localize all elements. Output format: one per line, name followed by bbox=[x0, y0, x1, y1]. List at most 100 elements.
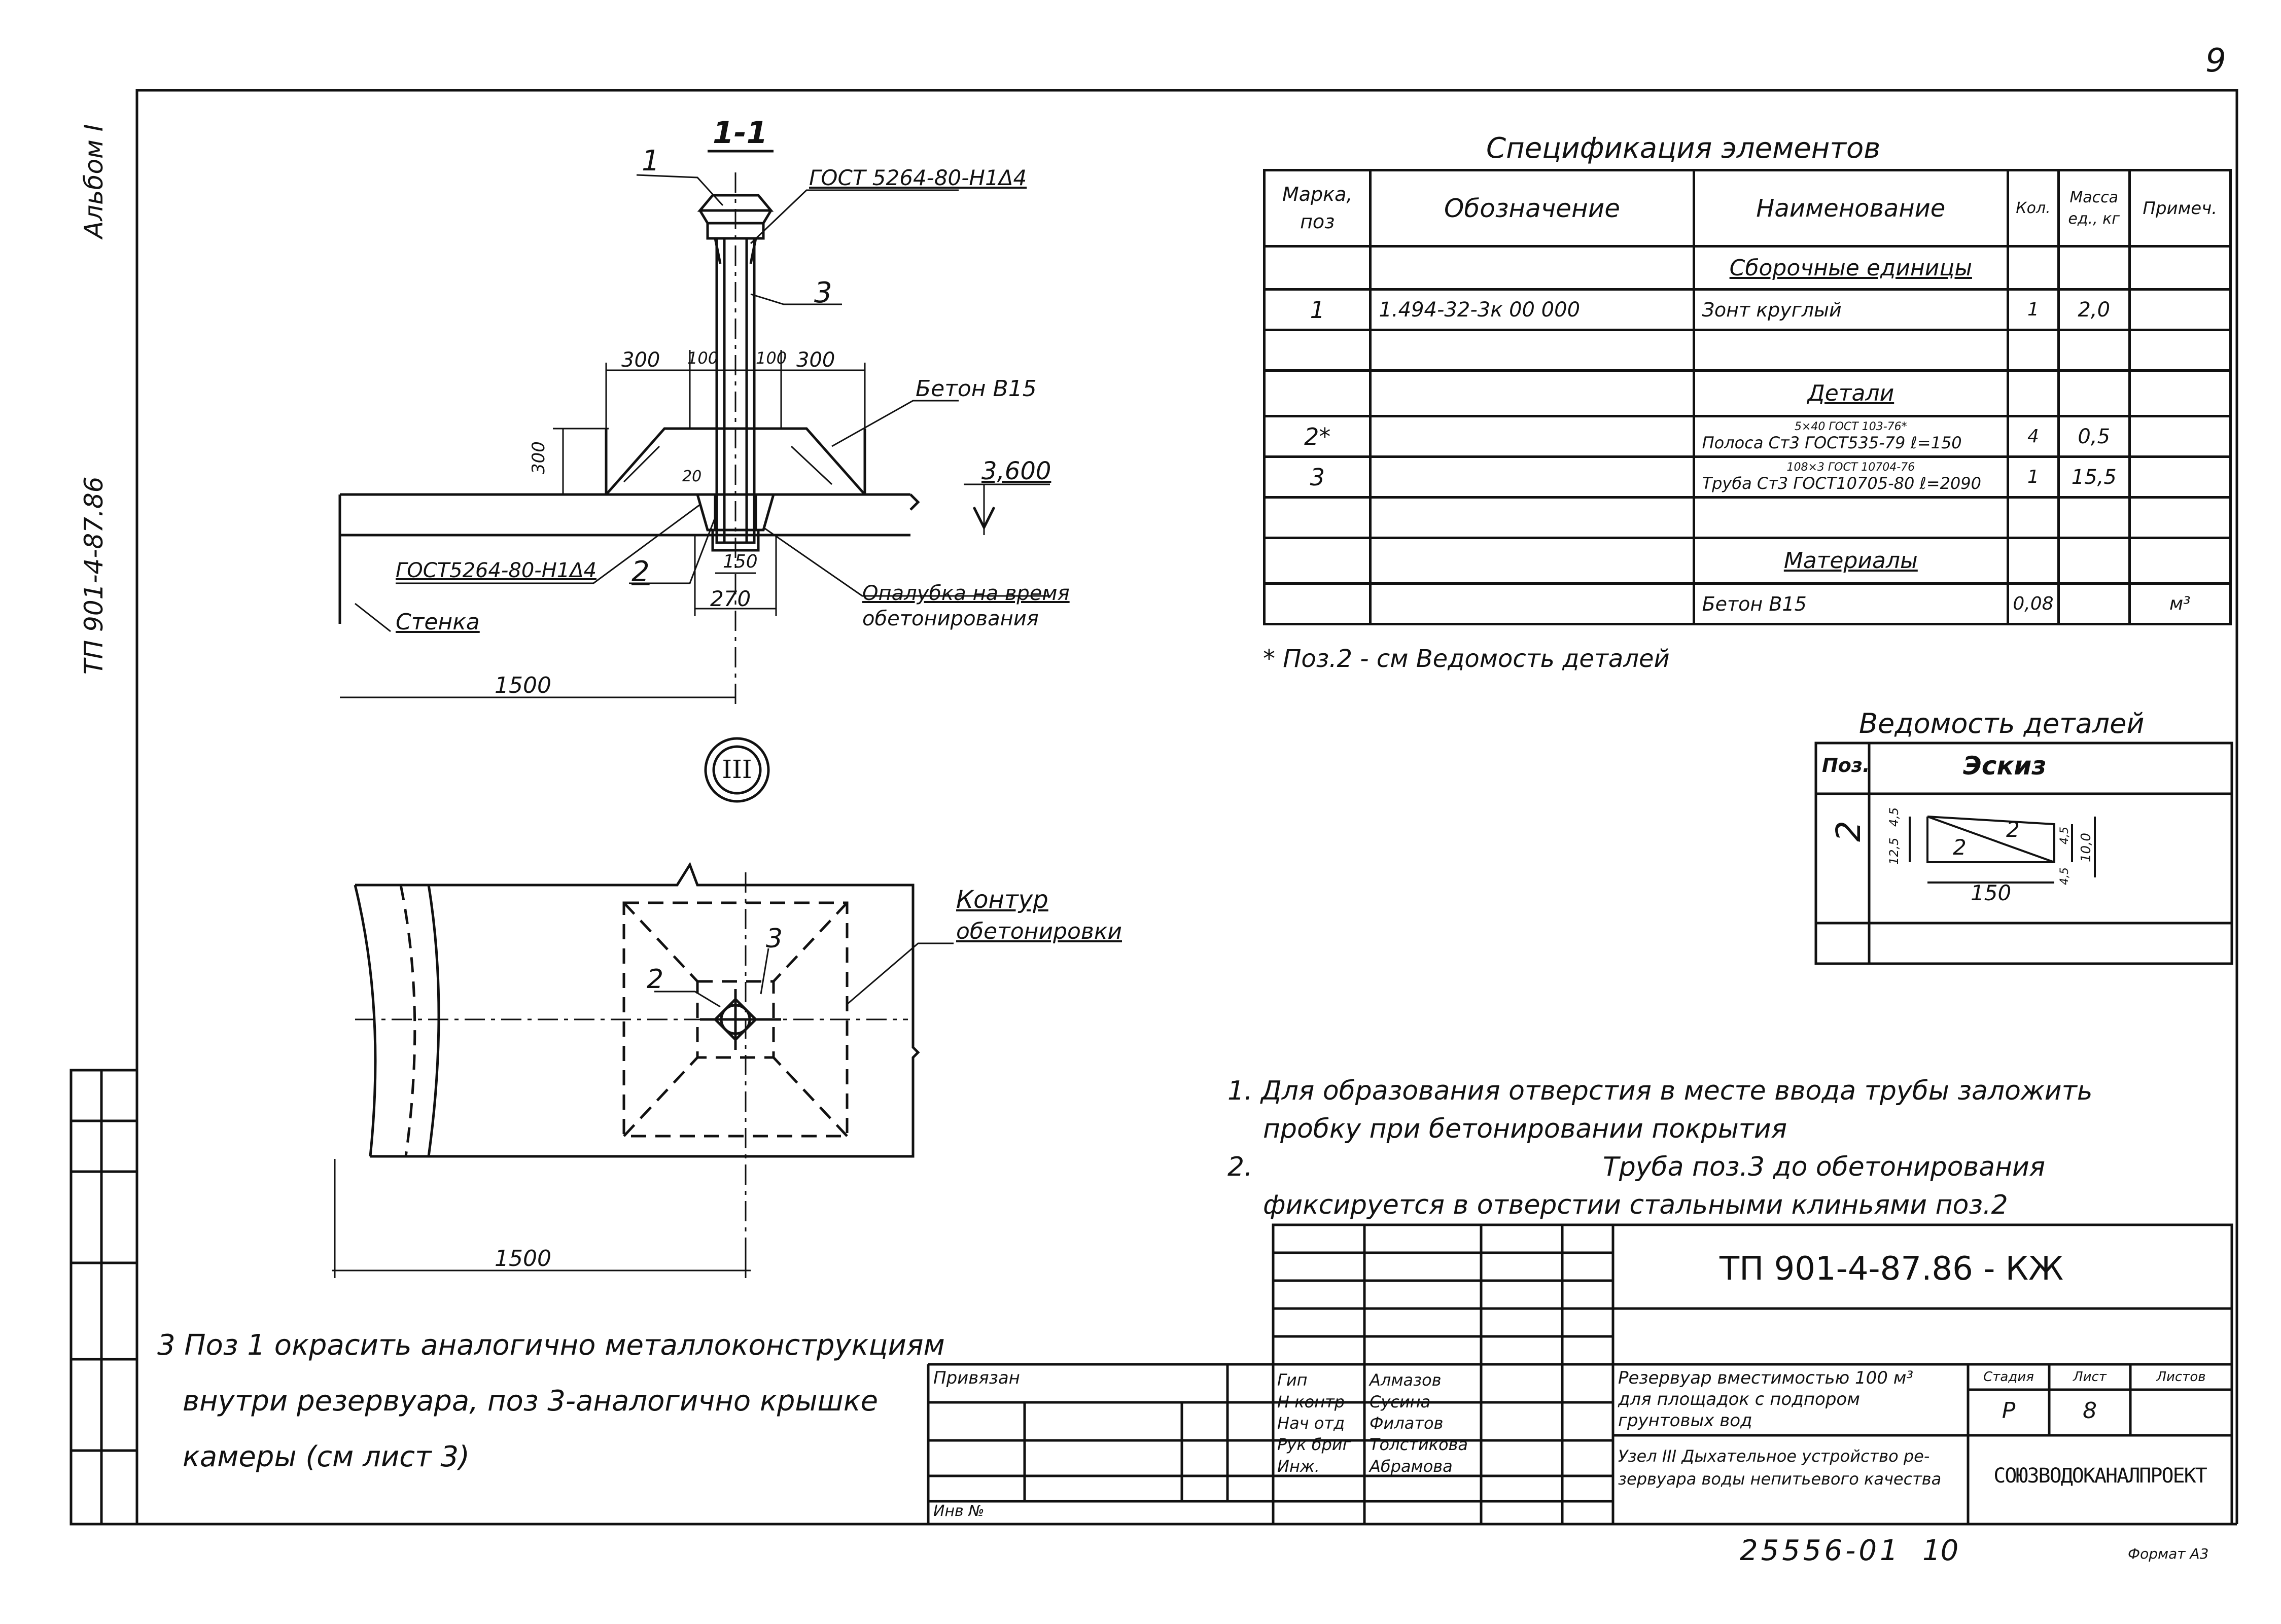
sketch-label-mid: 2 bbox=[1953, 835, 1967, 860]
spec-cell-mass: 2,0 bbox=[2057, 288, 2131, 331]
spec-cell-qty bbox=[2007, 245, 2060, 291]
role-label: Инж. bbox=[1277, 1457, 1320, 1476]
project-line-1: Резервуар вместимостью 100 м³ bbox=[1618, 1368, 1913, 1388]
dim-150: 150 bbox=[723, 551, 758, 572]
spec-cell-name: Детали bbox=[1692, 369, 2010, 417]
spec-cell-designation bbox=[1369, 496, 1695, 539]
stage-header: Стадия bbox=[1983, 1369, 2034, 1385]
spec-table: Марка, поз Обозначение Наименование Кол.… bbox=[1262, 169, 2232, 625]
spec-header-mass: Масса ед., кг bbox=[2057, 169, 2131, 248]
plan-contour-label-1: Контур bbox=[956, 886, 1048, 914]
spec-cell-mass bbox=[2057, 245, 2131, 291]
spec-cell-designation bbox=[1369, 582, 1695, 625]
spec-cell-mass-text: 15,5 bbox=[2071, 465, 2117, 489]
spec-cell-note bbox=[2128, 415, 2232, 458]
name-label: Сусина bbox=[1370, 1392, 1431, 1411]
spec-row: 2* 5×40 ГОСТ 103-76*Полоса Ст3 ГОСТ535-79… bbox=[1262, 415, 2232, 458]
spec-cell-mark bbox=[1262, 329, 1372, 372]
details-header-pos: Поз. bbox=[1822, 754, 1870, 776]
spec-cell-name-text: Зонт круглый bbox=[1702, 298, 1842, 321]
spec-cell-qty-text: 4 bbox=[2027, 426, 2039, 447]
left-stamp-block bbox=[69, 1069, 138, 1526]
name-label: Филатов bbox=[1370, 1414, 1444, 1433]
vertical-dimension bbox=[553, 428, 609, 495]
spec-cell-designation: 1.494-32-3к 00 000 bbox=[1369, 288, 1695, 331]
spec-cell-name bbox=[1692, 329, 2010, 372]
sketch-label-len: 150 bbox=[1971, 880, 2012, 905]
role-label: Нач отд bbox=[1277, 1414, 1345, 1433]
spec-cell-qty-text: 0,08 bbox=[2013, 593, 2054, 614]
name-label: Алмазов bbox=[1370, 1370, 1442, 1390]
note-1-line-2: пробку при бетонировании покрытия bbox=[1263, 1114, 1787, 1144]
spec-cell-mark: 2* bbox=[1262, 415, 1372, 458]
note-2-number: 2. bbox=[1227, 1152, 1253, 1182]
spec-cell-note bbox=[2128, 329, 2232, 372]
wall-label: Стенка bbox=[396, 609, 480, 635]
spec-cell-note bbox=[2128, 537, 2232, 585]
bottom-copy: 10 bbox=[1922, 1534, 1959, 1567]
bottom-number: 25556-01 bbox=[1740, 1534, 1901, 1567]
spec-cell-note-text: м³ bbox=[2169, 593, 2191, 614]
spec-cell-note bbox=[2128, 455, 2232, 499]
sheet-value: 8 bbox=[2083, 1398, 2097, 1424]
level-mark bbox=[964, 483, 1050, 535]
note-3-line-3: камеры (см лист 3) bbox=[183, 1440, 470, 1473]
node-line-1: Узел III Дыхательное устройство ре- bbox=[1618, 1446, 1930, 1466]
spec-footnote: * Поз.2 - см Ведомость деталей bbox=[1263, 645, 1670, 673]
leaders bbox=[355, 174, 1050, 632]
spec-cell-qty: 4 bbox=[2007, 415, 2060, 458]
organization: СОЮЗВОДОКАНАЛПРОЕКТ bbox=[1993, 1464, 2207, 1488]
details-table-title: Ведомость деталей bbox=[1859, 708, 2145, 739]
node-circle-inner bbox=[712, 745, 762, 795]
spec-header-mark: Марка, поз bbox=[1262, 169, 1372, 248]
spec-cell-mark bbox=[1262, 245, 1372, 291]
plan-leaders bbox=[654, 942, 954, 1008]
concrete-label: Бетон В15 bbox=[916, 376, 1037, 402]
plan-dashed-contour bbox=[622, 901, 849, 1138]
spec-cell-mark bbox=[1262, 582, 1372, 625]
spec-cell-mass bbox=[2057, 537, 2131, 585]
sheet-frame bbox=[135, 89, 2238, 1524]
spec-header-designation: Обозначение bbox=[1369, 169, 1695, 248]
dim-20: 20 bbox=[682, 468, 702, 485]
plan-pos2: 2 bbox=[647, 964, 664, 995]
spec-cell-name: Зонт круглый bbox=[1692, 288, 2010, 331]
detail-sketch bbox=[1909, 816, 2096, 884]
spec-row bbox=[1262, 329, 2232, 372]
spec-cell-name-main: Труба Ст3 ГОСТ10705-80 ℓ=2090 bbox=[1702, 474, 1981, 493]
level-label: 3,600 bbox=[981, 457, 1051, 485]
dim-300-right: 300 bbox=[796, 348, 835, 372]
spec-cell-qty: 0,08 bbox=[2007, 582, 2060, 625]
role-label: Н контр bbox=[1277, 1392, 1345, 1411]
spec-cell-qty-text: 1 bbox=[2027, 467, 2039, 487]
spec-row bbox=[1262, 496, 2232, 539]
spec-row: Детали bbox=[1262, 369, 2232, 417]
sheet-header: Лист bbox=[2073, 1369, 2107, 1385]
section-title: 1-1 bbox=[713, 115, 768, 151]
spec-cell-mass-text: 2,0 bbox=[2078, 298, 2111, 322]
node-line-2: зервуара воды непитьевого качества bbox=[1618, 1469, 1942, 1489]
spec-cell-mass bbox=[2057, 329, 2131, 372]
role-label: Гип bbox=[1277, 1370, 1308, 1390]
note-2-line-1: Труба поз.3 до обетонирования bbox=[1603, 1152, 2046, 1182]
sheets-header: Листов bbox=[2156, 1369, 2206, 1385]
pos1-label: 1 bbox=[642, 145, 660, 178]
spec-cell-mark-text: 2* bbox=[1304, 422, 1331, 450]
top-dimensions bbox=[605, 350, 866, 429]
dim-270: 270 bbox=[710, 586, 751, 611]
formwork-label-2: обетонирования bbox=[862, 607, 1039, 630]
spec-header-note: Примеч. bbox=[2128, 169, 2232, 248]
details-header-sketch: Эскиз bbox=[1963, 751, 2047, 781]
spec-cell-name-text: Детали bbox=[1807, 380, 1894, 406]
spec-cell-name: 5×40 ГОСТ 103-76*Полоса Ст3 ГОСТ535-79 ℓ… bbox=[1692, 415, 2010, 458]
spec-cell-designation bbox=[1369, 369, 1695, 417]
spec-row: Материалы bbox=[1262, 537, 2232, 585]
format-label: Формат А3 bbox=[2128, 1545, 2209, 1562]
spec-cell-name-text: Материалы bbox=[1783, 548, 1918, 574]
spec-cell-qty bbox=[2007, 537, 2060, 585]
